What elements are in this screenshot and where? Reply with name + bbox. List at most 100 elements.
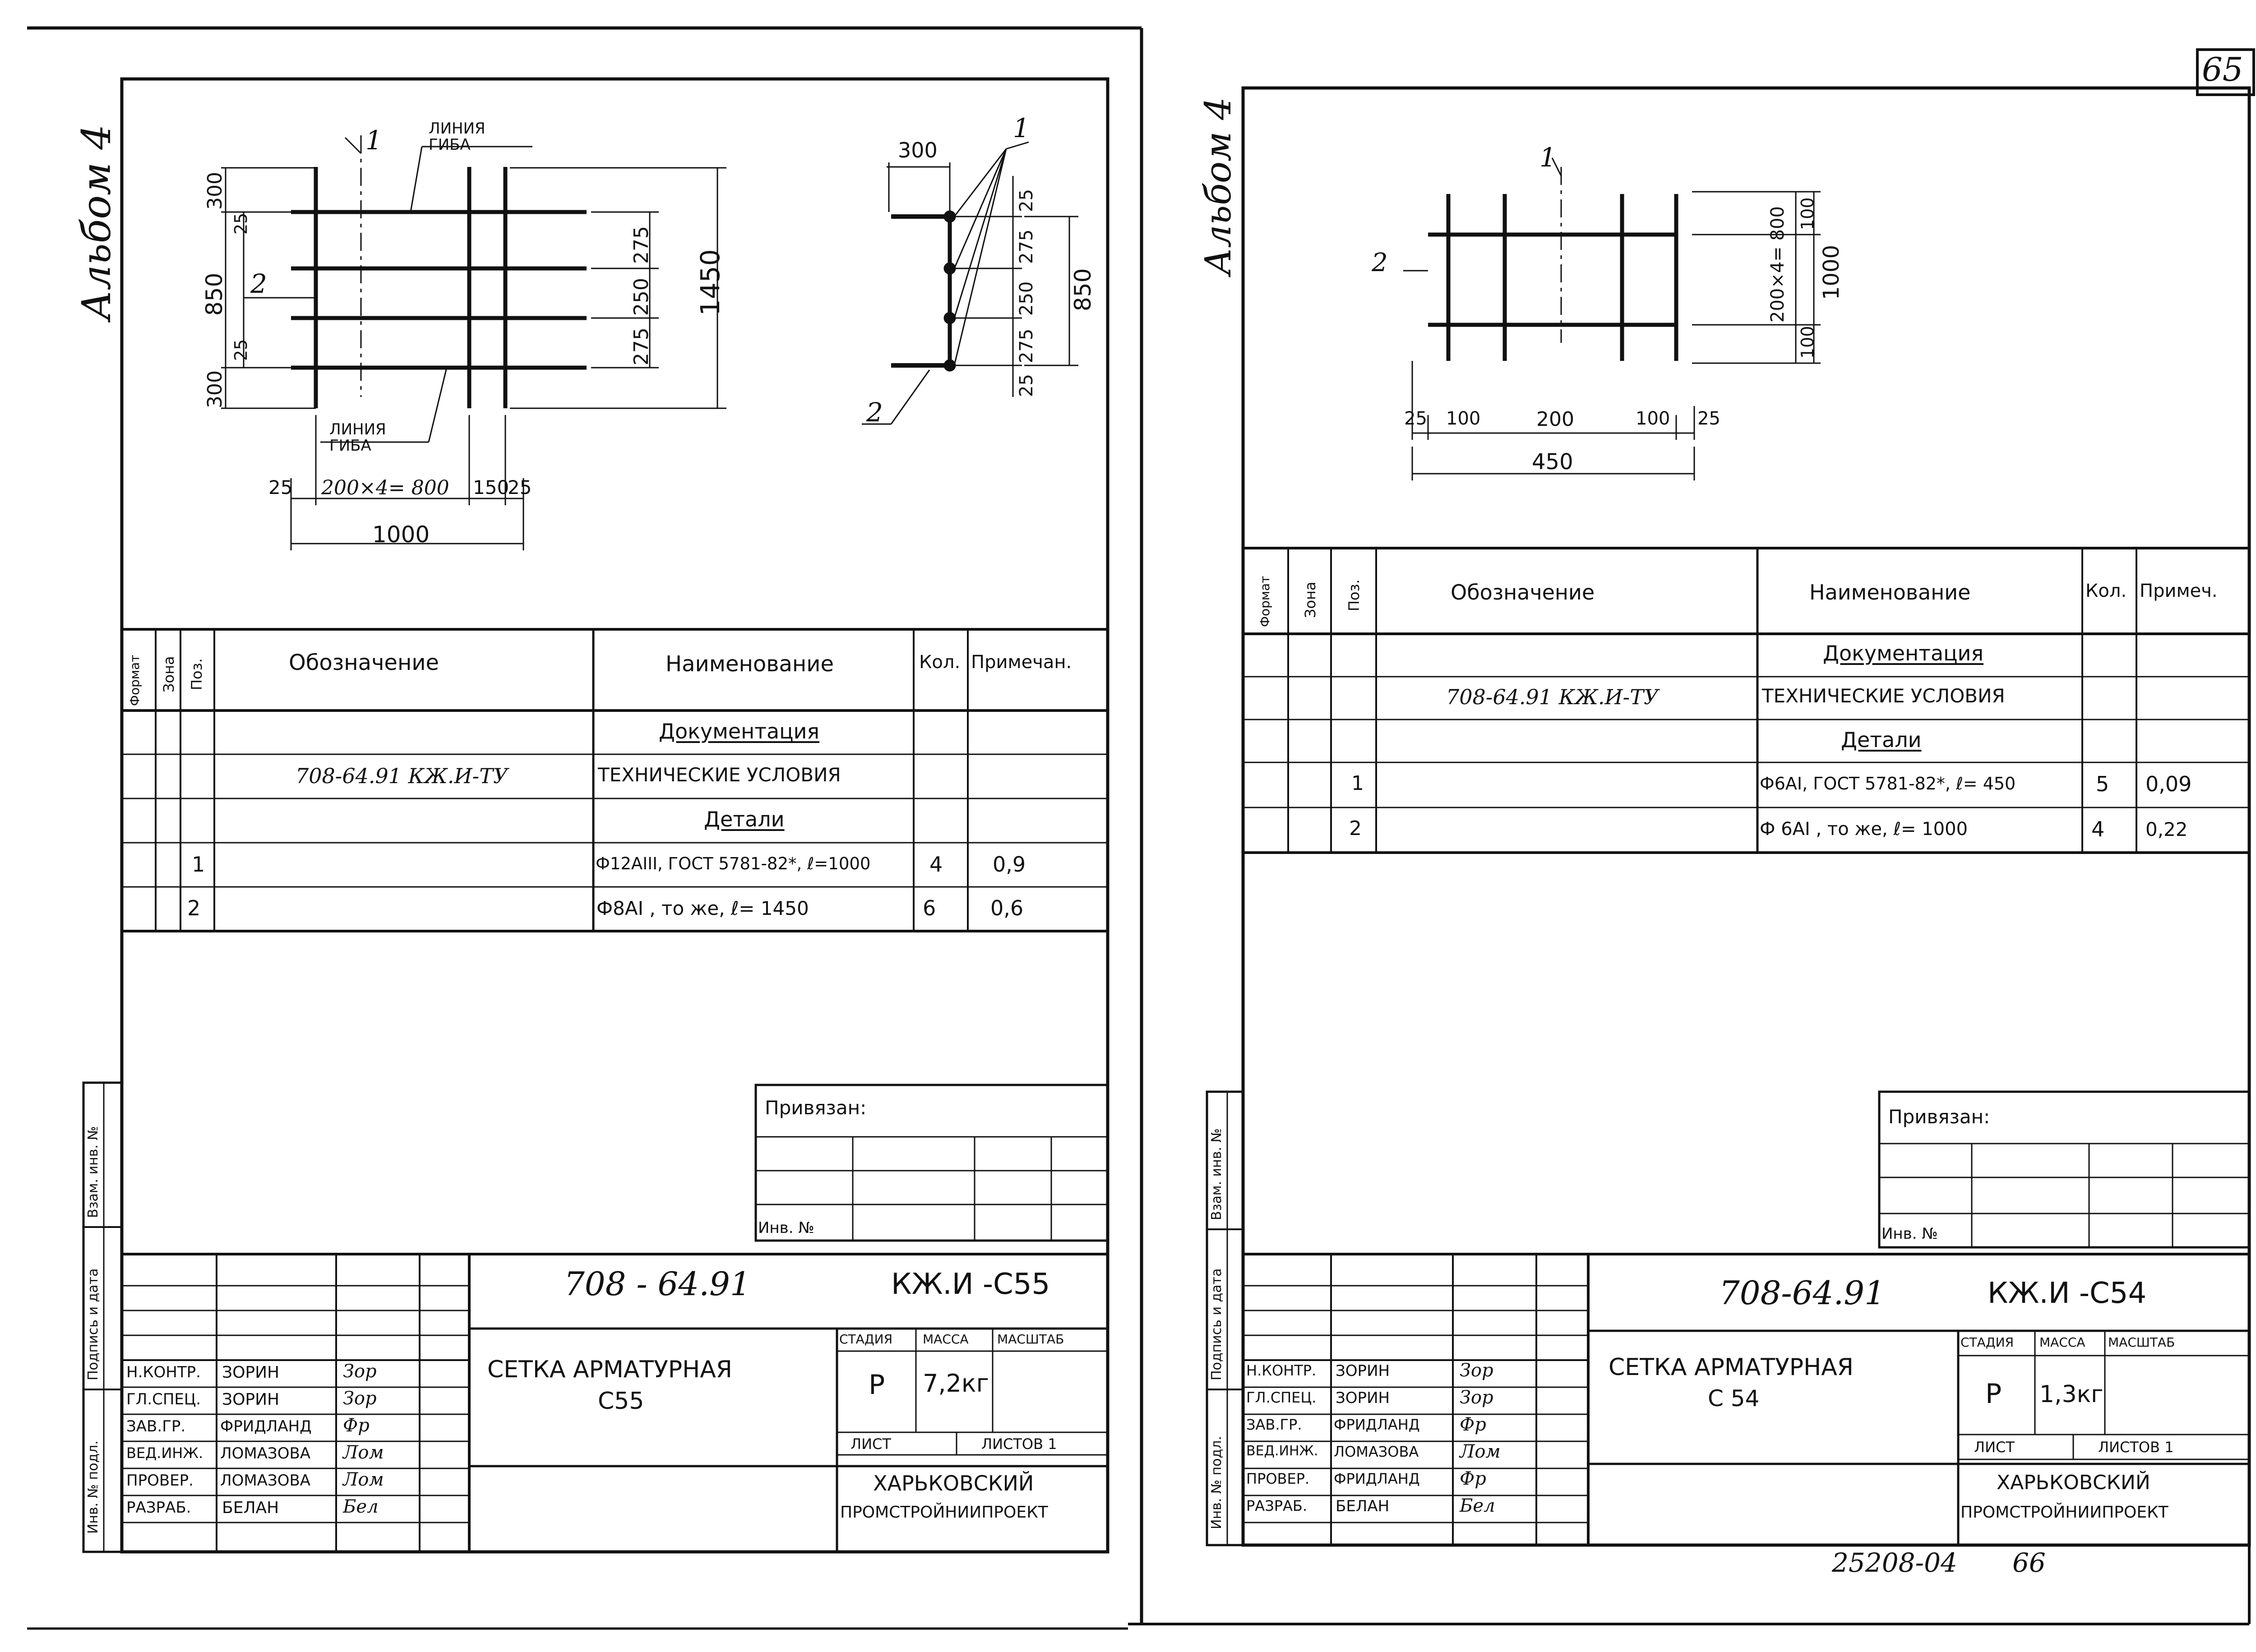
spec-row-tech-conditions: Технические условия: [598, 764, 841, 786]
sheet-code: КЖ.И -С54: [1988, 1277, 2147, 1310]
name-n-kontr: Зорин: [222, 1363, 280, 1382]
stage-value: Р: [1985, 1378, 2002, 1410]
section-dim-25-bottom: 25: [1016, 374, 1037, 397]
mass-value: 1,3кг: [2039, 1381, 2103, 1408]
dim-100-top: 100: [1798, 197, 1817, 230]
name-ved-inzh: Ломазова: [220, 1444, 311, 1463]
spec-header-zone: Зона: [160, 656, 177, 692]
left-sheet-lines: [82, 77, 1110, 1554]
dim-300-top: 300: [203, 172, 227, 210]
dim-100-bottom: 100: [1798, 326, 1817, 359]
album-label: Альбом 4: [73, 124, 120, 320]
sheets-count-label: Листов 1: [2098, 1439, 2174, 1456]
drawing-title-line1: Сетка арматурная: [1609, 1354, 1854, 1381]
dim-bottom-150: 150: [473, 476, 509, 498]
role-gl-spec: Гл.спец.: [1246, 1389, 1317, 1406]
spec-header-qty: Кол.: [919, 652, 961, 673]
sign-gl-spec: Зор: [343, 1388, 377, 1409]
bend-line-top-label: линия гиба: [429, 120, 485, 154]
role-n-kontr: Н.контр.: [1246, 1362, 1317, 1379]
dim-450: 450: [1532, 449, 1573, 475]
name-zav-gr: Фридланд: [220, 1417, 312, 1435]
position-2-label: 2: [250, 268, 267, 299]
right-sheet-lines: [1206, 86, 2251, 1547]
sheet-label: Лист: [1974, 1439, 2015, 1456]
name-n-kontr: Зорин: [1336, 1362, 1390, 1380]
sign-gl-spec: Зор: [1460, 1387, 1493, 1408]
page-number: 65: [2202, 51, 2243, 88]
dim-250: 250: [630, 278, 653, 316]
sign-prover: Фр: [1460, 1468, 1486, 1489]
role-prover: Провер.: [126, 1472, 194, 1490]
dim-25-a: 25: [231, 212, 251, 235]
spec-header-pos: Поз.: [188, 658, 205, 690]
name-prover: Ломазова: [220, 1472, 311, 1490]
mesh-view-c54: [1403, 157, 1821, 480]
mass-label: Масса: [923, 1332, 969, 1347]
sign-razrab: Бел: [1460, 1495, 1495, 1516]
drawing-title-line2: С 54: [1708, 1385, 1760, 1412]
spec-row-1-name: Ф12АIII, ГОСТ 5781-82*, ℓ=1000: [596, 854, 871, 873]
sheet-code: КЖ.И -С55: [891, 1268, 1050, 1301]
dim-275-b: 275: [630, 328, 653, 365]
organization-line2: Промстройниипроект: [840, 1503, 1048, 1522]
role-prover: Провер.: [1246, 1470, 1310, 1487]
dim-bottom-25-a: 25: [268, 476, 293, 498]
spec-row-2-pos: 2: [187, 896, 201, 920]
drawing-code: 708-64.91: [1719, 1274, 1885, 1312]
spec-row-tech-conditions: Технические условия: [1762, 685, 2005, 707]
spec-row-documentation: Документация: [659, 719, 820, 743]
role-zav-gr: Зав.гр.: [1246, 1416, 1302, 1433]
section-dim-250: 250: [1016, 281, 1037, 316]
organization-line1: Харьковский: [873, 1471, 1034, 1495]
dim-1450: 1450: [695, 249, 726, 316]
spec-row-2-name: Ф 6АI , то же, ℓ= 1000: [1760, 819, 1968, 840]
position-1-label: 1: [1539, 142, 1556, 173]
role-razrab: Разраб.: [1246, 1497, 1308, 1514]
spec-row-documentation: Документация: [1823, 641, 1984, 665]
sign-razrab: Бел: [343, 1496, 379, 1517]
side-label-sign-date: Подпись и дата: [1209, 1268, 1225, 1381]
privyazan-label: Привязан:: [765, 1097, 867, 1119]
spec-header-designation: Обозначение: [289, 650, 439, 675]
role-zav-gr: Зав.гр.: [126, 1417, 186, 1435]
sign-n-kontr: Зор: [1460, 1360, 1493, 1381]
spec-row-details: Детали: [704, 807, 785, 831]
side-label-inv-no: Инв. № подл.: [85, 1440, 101, 1534]
spec-header-note: Примечан.: [971, 652, 1072, 673]
mesh-main-view: [221, 135, 1078, 550]
role-gl-spec: Гл.спец.: [126, 1390, 201, 1408]
dim-100-a: 100: [1446, 408, 1481, 429]
role-ved-inzh: Вед.инж.: [1246, 1443, 1318, 1459]
side-label-inv-no: Инв. № подл.: [1209, 1436, 1225, 1529]
name-razrab: Белан: [1336, 1497, 1390, 1515]
spec-row-1-note: 0,9: [993, 852, 1026, 877]
bend-line-bottom-label: линия гиба: [329, 420, 386, 455]
dim-1000: 1000: [1819, 245, 1844, 300]
inv-number-label: Инв. №: [758, 1219, 814, 1237]
dim-100-b: 100: [1636, 408, 1670, 429]
spec-header-pos: Поз.: [1345, 579, 1363, 611]
stage-label: Стадия: [839, 1332, 893, 1347]
sheet-label: Лист: [851, 1435, 891, 1453]
sign-prover: Лом: [343, 1469, 384, 1490]
spec-row-designation-tu: 708-64.91 КЖ.И-ТУ: [296, 764, 509, 788]
side-label-sign-date: Подпись и дата: [85, 1268, 101, 1381]
section-dim-275-a: 275: [1016, 229, 1037, 264]
name-gl-spec: Зорин: [1336, 1389, 1390, 1407]
album-label: Альбом 4: [1197, 97, 1239, 275]
position-2-label: 2: [1372, 248, 1388, 277]
bottom-page-number: 66: [2012, 1547, 2046, 1578]
dim-200: 200: [1536, 408, 1574, 431]
dim-25-a: 25: [1404, 408, 1427, 429]
drawing-title-line2: С55: [598, 1388, 644, 1415]
sign-zav-gr: Фр: [343, 1415, 370, 1436]
organization-line1: Харьковский: [1997, 1471, 2150, 1494]
dim-bottom-25-b: 25: [508, 476, 532, 498]
section-dim-275-b: 275: [1016, 328, 1037, 363]
dim-25-b: 25: [1697, 408, 1720, 429]
drawing-sheet-right: Альбом 4 1 2 100 200×4= 800 100 1000 25 …: [1128, 0, 2256, 1652]
role-razrab: Разраб.: [126, 1499, 191, 1517]
name-prover: Фридланд: [1334, 1470, 1420, 1487]
role-ved-inzh: Вед.инж.: [126, 1444, 203, 1462]
